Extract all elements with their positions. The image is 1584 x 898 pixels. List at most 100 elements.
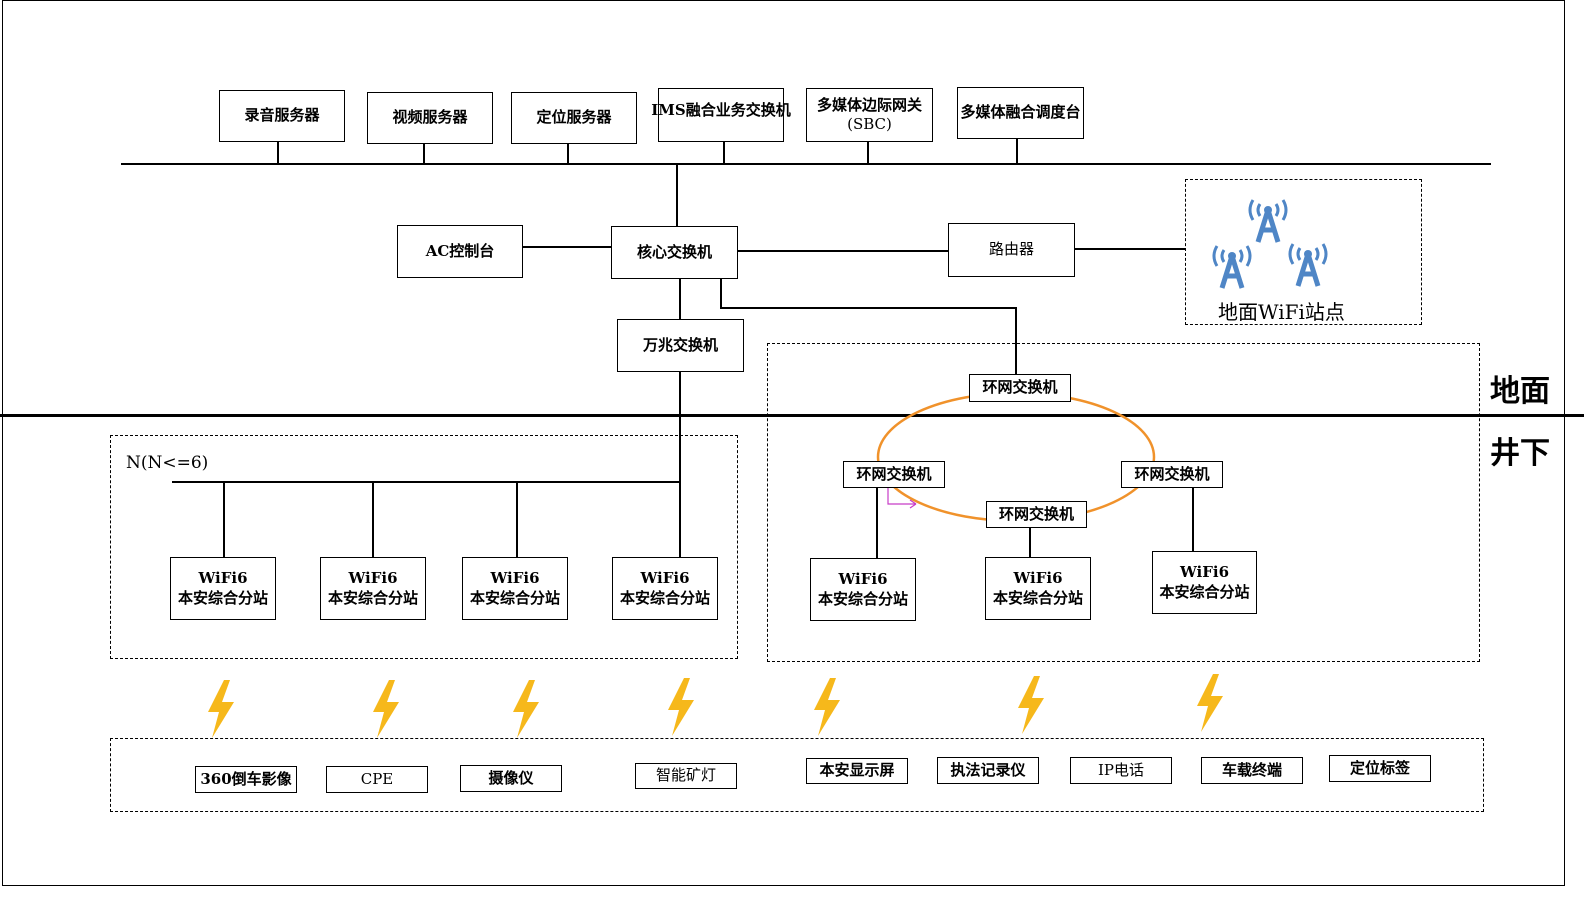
substation-line2: 本安综合分站 bbox=[469, 588, 560, 607]
ring-switch-left-box: 环网交换机 bbox=[843, 461, 945, 488]
ring-switch-label: 环网交换机 bbox=[982, 378, 1058, 397]
terminal-devices-region bbox=[110, 738, 1484, 812]
terminal-label: 本安显示屏 bbox=[819, 761, 895, 780]
terminal-device-box: 车载终端 bbox=[1201, 757, 1303, 784]
substation-line2: 本安综合分站 bbox=[327, 588, 418, 607]
substation-line2: 本安综合分站 bbox=[992, 588, 1083, 607]
ten-gig-switch-label: 万兆交换机 bbox=[642, 335, 718, 354]
ring-switch-right-box: 环网交换机 bbox=[1121, 461, 1223, 488]
wifi-tower-icon bbox=[1212, 245, 1252, 289]
connector-line bbox=[1192, 487, 1194, 552]
ring-network-region bbox=[767, 343, 1480, 662]
core-switch-box: 核心交换机 bbox=[611, 226, 738, 279]
dispatch-console-box: 多媒体融合调度台 bbox=[957, 87, 1084, 139]
terminal-device-box: CPE bbox=[326, 766, 428, 793]
connector-line bbox=[567, 143, 569, 164]
sbc-gateway-box: 多媒体边际网关(SBC) bbox=[806, 88, 933, 142]
wireless-link-icon bbox=[373, 680, 399, 738]
connector-line bbox=[372, 481, 374, 557]
terminal-label: IP电话 bbox=[1097, 760, 1145, 779]
ac-console-box: AC控制台 bbox=[397, 225, 523, 278]
connector-line bbox=[723, 141, 725, 164]
ring-switch-label: 环网交换机 bbox=[998, 504, 1074, 523]
terminal-device-box: 执法记录仪 bbox=[937, 757, 1039, 784]
recording-server-label: 录音服务器 bbox=[244, 106, 320, 125]
video-server-box: 视频服务器 bbox=[367, 92, 493, 144]
video-server-label: 视频服务器 bbox=[392, 108, 468, 127]
connector-line bbox=[516, 481, 518, 557]
connector-line bbox=[876, 487, 878, 559]
ims-switch-box: IMS融合业务交换机 bbox=[651, 88, 791, 142]
connector-line bbox=[277, 141, 279, 164]
connector-line bbox=[737, 250, 949, 252]
connector-line bbox=[679, 278, 681, 320]
wifi-tower-icon bbox=[1288, 243, 1328, 287]
ring-switch-label: 环网交换机 bbox=[1134, 464, 1210, 483]
terminal-device-box: IP电话 bbox=[1070, 757, 1172, 784]
substation-line2: 本安综合分站 bbox=[817, 589, 908, 608]
connector-line bbox=[223, 481, 225, 557]
terminal-device-box: 摄像仪 bbox=[460, 765, 562, 792]
positioning-server-label: 定位服务器 bbox=[536, 108, 612, 127]
substation-line2: 本安综合分站 bbox=[177, 588, 268, 607]
dispatch-console-label: 多媒体融合调度台 bbox=[960, 103, 1081, 122]
underground-zone-label: 井下 bbox=[1490, 436, 1550, 471]
terminal-device-box: 360倒车影像 bbox=[195, 766, 297, 793]
ring-switch-middle-box: 环网交换机 bbox=[986, 501, 1087, 528]
recording-server-box: 录音服务器 bbox=[219, 90, 345, 142]
ground-wifi-label: 地面WiFi站点 bbox=[1218, 300, 1345, 324]
wireless-link-icon bbox=[668, 678, 694, 736]
terminal-label: 360倒车影像 bbox=[200, 769, 292, 788]
terminal-label: 执法记录仪 bbox=[950, 760, 1026, 779]
wireless-link-icon bbox=[814, 678, 840, 736]
substation-line1: WiFi6 bbox=[348, 569, 398, 587]
ims-switch-label: IMS融合业务交换机 bbox=[651, 101, 791, 119]
core-switch-label: 核心交换机 bbox=[636, 242, 712, 261]
connector-line bbox=[867, 141, 869, 164]
substation-line2: 本安综合分站 bbox=[619, 588, 710, 607]
router-label: 路由器 bbox=[988, 240, 1034, 259]
n-count-label: N(N<=6) bbox=[126, 453, 209, 473]
ac-console-label: AC控制台 bbox=[425, 241, 495, 260]
terminal-device-box: 定位标签 bbox=[1329, 755, 1431, 782]
ten-gig-switch-box: 万兆交换机 bbox=[617, 319, 744, 372]
surface-zone-label: 地面 bbox=[1490, 374, 1550, 409]
terminal-label: 车载终端 bbox=[1221, 760, 1282, 779]
substation-line1: WiFi6 bbox=[640, 569, 690, 587]
ground-wifi-region bbox=[1185, 179, 1422, 325]
connector-line bbox=[676, 164, 678, 227]
substation-line1: WiFi6 bbox=[490, 569, 540, 587]
substation-line1: WiFi6 bbox=[1013, 569, 1063, 587]
substation-line1: WiFi6 bbox=[198, 569, 248, 587]
surface-underground-divider bbox=[0, 414, 1584, 417]
connector-line bbox=[423, 143, 425, 164]
connector-line bbox=[720, 307, 1016, 309]
wifi-tower-icon bbox=[1248, 199, 1288, 243]
terminal-device-box: 本安显示屏 bbox=[806, 758, 908, 784]
wireless-link-icon bbox=[208, 680, 234, 738]
ring-switch-top-box: 环网交换机 bbox=[969, 374, 1071, 402]
substation-line2: 本安综合分站 bbox=[1159, 582, 1250, 601]
terminal-label: CPE bbox=[360, 769, 394, 788]
sbc-label-line2: (SBC) bbox=[847, 115, 892, 133]
wireless-link-icon bbox=[1197, 674, 1223, 732]
wireless-link-icon bbox=[513, 680, 539, 738]
connector-line bbox=[1074, 248, 1186, 250]
terminal-device-box: 智能矿灯 bbox=[635, 763, 737, 789]
server-bus-line bbox=[121, 163, 1491, 165]
wireless-link-icon bbox=[1018, 676, 1044, 734]
terminal-label: 定位标签 bbox=[1349, 758, 1410, 777]
connector-line bbox=[522, 246, 612, 248]
diagram-frame bbox=[2, 0, 1565, 886]
connector-line bbox=[1029, 527, 1031, 557]
connector-line bbox=[1015, 307, 1017, 375]
terminal-label: 智能矿灯 bbox=[655, 766, 716, 785]
